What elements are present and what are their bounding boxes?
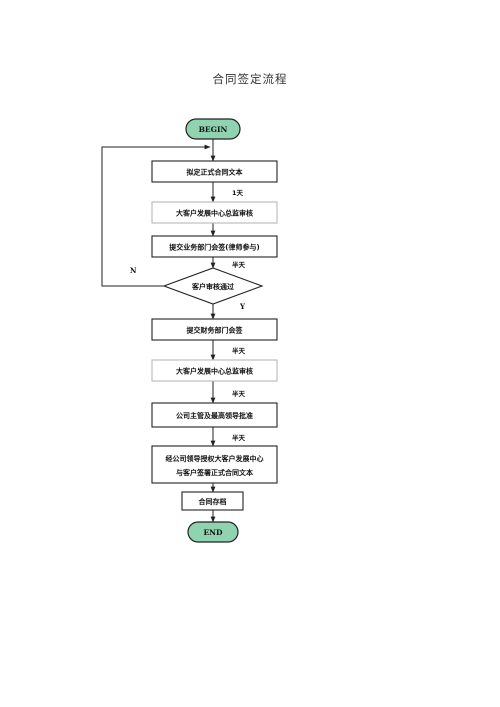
decision-diamond — [162, 267, 264, 305]
begin-terminal — [185, 118, 241, 140]
step-dept-box — [151, 235, 278, 258]
end-label: END — [203, 528, 223, 537]
step-sign-label-line1: 经公司领导授权大客户发展中心 — [166, 454, 264, 463]
decision-no-label: N — [130, 266, 137, 275]
time-label-4: 半天 — [232, 389, 246, 398]
step-sign-box — [151, 445, 278, 484]
step-sign-label-line2: 与客户签署正式合同文本 — [176, 468, 253, 477]
step-approve-label: 公司主管及最高领导批准 — [176, 411, 253, 420]
step-draft-box — [151, 160, 278, 183]
time-label-1: 1天 — [232, 189, 244, 197]
step-finance-label: 提交财务部门会签 — [186, 326, 244, 335]
step-draft-label: 拟定正式合同文本 — [187, 168, 243, 177]
time-label-3: 半天 — [232, 346, 246, 355]
step-archive-label: 合同存档 — [198, 497, 227, 506]
step-finance-box — [151, 318, 278, 341]
decision-yes-label: Y — [239, 302, 246, 311]
step-dept-label: 提交业务部门会签(律师参与) — [168, 243, 259, 252]
decision-label: 客户审核通过 — [191, 282, 234, 291]
begin-label: BEGIN — [199, 125, 228, 134]
step-review1-box — [151, 201, 278, 224]
step-review2-box — [151, 359, 278, 382]
end-terminal — [187, 521, 239, 543]
step-review2-label: 大客户发展中心总监审核 — [176, 367, 253, 376]
connector-decision-loopback — [101, 144, 211, 287]
time-label-5: 半天 — [232, 433, 246, 442]
step-approve-box — [151, 402, 278, 428]
time-label-2: 半天 — [232, 260, 246, 269]
page-title: 合同签定流程 — [212, 72, 288, 86]
step-archive-box — [181, 491, 244, 511]
step-review1-label: 大客户发展中心总监审核 — [176, 209, 253, 218]
